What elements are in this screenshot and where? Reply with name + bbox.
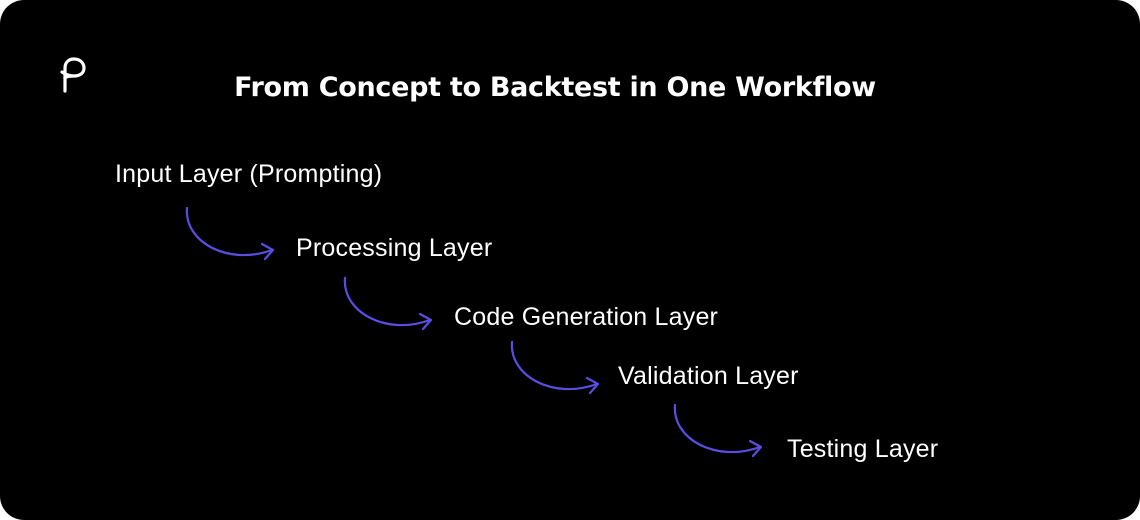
step-code-generation-layer: Code Generation Layer	[454, 303, 719, 331]
curved-arrow-icon	[343, 276, 433, 331]
curved-arrow-icon	[185, 206, 275, 261]
step-testing-layer: Testing Layer	[787, 435, 939, 463]
step-input-layer: Input Layer (Prompting)	[115, 160, 383, 188]
step-processing-layer: Processing Layer	[296, 234, 493, 262]
step-validation-layer: Validation Layer	[618, 362, 799, 390]
page-title: From Concept to Backtest in One Workflow	[234, 72, 876, 103]
curved-arrow-icon	[673, 403, 763, 458]
brand-logo-icon	[60, 57, 86, 93]
curved-arrow-icon	[510, 340, 600, 395]
